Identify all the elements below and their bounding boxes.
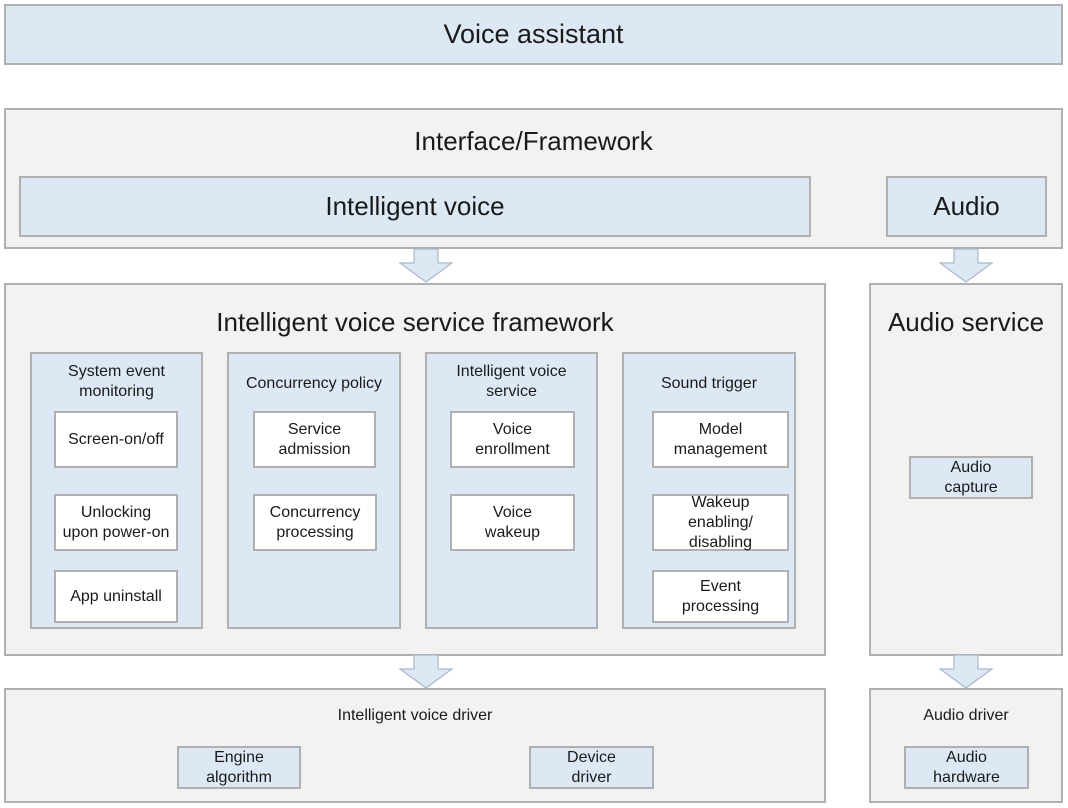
engine-algorithm-label: Engine algorithm xyxy=(206,748,272,786)
system-event-title: System event monitoring xyxy=(68,363,165,400)
wakeup-enabling-label: Wakeup enabling/ disabling xyxy=(688,493,753,551)
concurrency-processing-label: Concurrency processing xyxy=(269,503,361,541)
voice-assistant-layer: Voice assistant xyxy=(4,4,1063,65)
audio-capture-box: Audio capture xyxy=(909,456,1033,499)
event-processing-label: Event processing xyxy=(681,577,760,615)
voice-enrollment-box: Voice enrollment xyxy=(450,411,575,468)
voice-enrollment-label: Voice enrollment xyxy=(475,420,550,458)
app-uninstall-box: App uninstall xyxy=(54,570,178,623)
service-admission-box: Service admission xyxy=(253,411,376,468)
audio-service-title: Audio service xyxy=(887,307,1045,337)
screen-on-off-box: Screen-on/off xyxy=(54,411,178,468)
concurrency-processing-box: Concurrency processing xyxy=(253,494,377,551)
voice-wakeup-box: Voice wakeup xyxy=(450,494,575,551)
audio-interface: Audio xyxy=(886,176,1047,237)
voice-wakeup-label: Voice wakeup xyxy=(484,503,541,541)
wakeup-enabling-box: Wakeup enabling/ disabling xyxy=(652,494,789,551)
concurrency-policy-panel: Concurrency policy xyxy=(227,352,401,629)
audio-label: Audio xyxy=(933,191,1000,221)
event-processing-box: Event processing xyxy=(652,570,789,623)
service-framework-title: Intelligent voice service framework xyxy=(216,307,614,337)
device-driver-label: Device driver xyxy=(567,748,616,786)
intelligent-voice-driver-layer: Intelligent voice driver xyxy=(4,688,826,803)
audio-capture-label: Audio capture xyxy=(944,458,998,496)
model-management-label: Model management xyxy=(673,420,768,458)
down-arrow-icon xyxy=(398,655,454,689)
screen-on-off-label: Screen-on/off xyxy=(68,430,164,448)
intelligent-voice-driver-title: Intelligent voice driver xyxy=(337,707,493,724)
model-management-box: Model management xyxy=(652,411,789,468)
down-arrow-icon xyxy=(938,249,994,283)
unlocking-label: Unlocking upon power-on xyxy=(62,503,170,541)
intelligent-voice-service-panel: Intelligent voice service xyxy=(425,352,598,629)
audio-driver-title: Audio driver xyxy=(923,707,1009,724)
audio-hardware-label: Audio hardware xyxy=(933,748,1000,786)
engine-algorithm-box: Engine algorithm xyxy=(177,746,301,789)
intelligent-voice-service-title: Intelligent voice service xyxy=(456,363,567,400)
intelligent-voice-label: Intelligent voice xyxy=(325,191,505,221)
service-admission-label: Service admission xyxy=(278,420,351,458)
down-arrow-icon xyxy=(938,655,994,689)
sound-trigger-title: Sound trigger xyxy=(660,375,758,392)
down-arrow-icon xyxy=(398,249,454,283)
concurrency-policy-title: Concurrency policy xyxy=(245,375,383,392)
voice-assistant-label: Voice assistant xyxy=(443,19,624,49)
app-uninstall-label: App uninstall xyxy=(70,587,162,605)
audio-hardware-box: Audio hardware xyxy=(904,746,1029,789)
device-driver-box: Device driver xyxy=(529,746,654,789)
intelligent-voice-interface: Intelligent voice xyxy=(19,176,811,237)
unlocking-box: Unlocking upon power-on xyxy=(54,494,178,551)
interface-framework-title: Interface/Framework xyxy=(414,126,653,156)
